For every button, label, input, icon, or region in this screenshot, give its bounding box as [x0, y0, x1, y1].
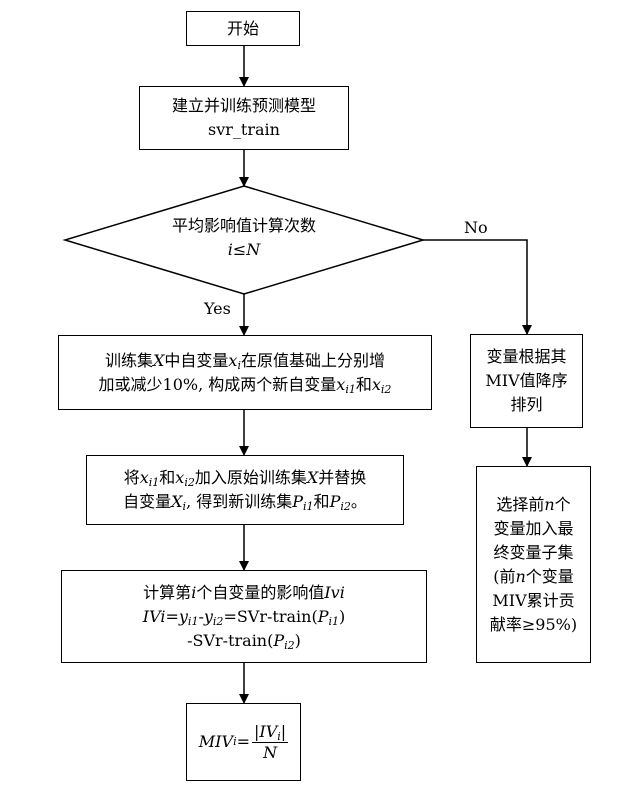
sort-box: 变量根据其 MIV值降序 排列 [470, 334, 583, 428]
no-label: No [464, 218, 488, 237]
build-model-line2: svr_train [208, 120, 280, 139]
start-label: 开始 [226, 18, 259, 38]
select-line1: 选择前n个 [496, 494, 571, 514]
compute-line3: -SVr-train(Pi2) [187, 630, 301, 652]
replace-line1: 将xi1和xi2加入原始训练集X并替换 [123, 468, 367, 489]
miv-fraction: |IVi| N [252, 721, 289, 763]
perturb-box: 训练集X中自变量xi在原值基础上分别增 加或减少10%, 构成两个新自变量xi1… [58, 335, 432, 410]
arrow-decision-no [423, 239, 532, 335]
perturb-line2: 加或减少10%, 构成两个新自变量xi1和xi2 [98, 374, 392, 396]
build-model-line1: 建立并训练预测模型 [171, 96, 316, 115]
build-model-box: 建立并训练预测模型 svr_train [139, 86, 349, 150]
decision-line1: 平均影响值计算次数 [171, 216, 316, 235]
yes-label: Yes [204, 299, 231, 318]
miv-denominator: N [263, 742, 278, 762]
select-line3: 终变量子集 [493, 542, 574, 562]
compute-line2: IVi=yi1-yi2=SVr-train(Pi1) [142, 606, 346, 628]
replace-line2: 自变量Xi, 得到新训练集Pi1和Pi2。 [123, 492, 367, 513]
compute-line1: 计算第i个自变量的影响值Ivi [143, 582, 345, 602]
select-line2: 变量加入最 [493, 518, 574, 538]
select-line4: (前n个变量 [493, 566, 574, 586]
compute-box: 计算第i个自变量的影响值Ivi IVi=yi1-yi2=SVr-train(Pi… [61, 570, 427, 663]
sort-line2: MIV值降序 [485, 371, 568, 390]
select-line5: MIV累计贡 [492, 590, 575, 610]
decision-line2: i≤N [227, 240, 261, 259]
miv-lhs: MIV [198, 732, 234, 751]
miv-eq: = [236, 732, 250, 751]
replace-box: 将xi1和xi2加入原始训练集X并替换 自变量Xi, 得到新训练集Pi1和Pi2… [86, 455, 404, 525]
sort-line3: 排列 [510, 395, 543, 414]
sort-line1: 变量根据其 [486, 347, 567, 366]
select-box: 选择前n个 变量加入最 终变量子集 (前n个变量 MIV累计贡 献率≥95%) [476, 466, 591, 663]
select-line6: 献率≥95%) [489, 614, 578, 634]
decision-text: 平均影响值计算次数 i≤N [114, 214, 374, 262]
miv-numerator: |IVi| [252, 721, 289, 743]
perturb-line1: 训练集X中自变量xi在原值基础上分别增 [105, 350, 385, 372]
start-box: 开始 [186, 11, 300, 46]
